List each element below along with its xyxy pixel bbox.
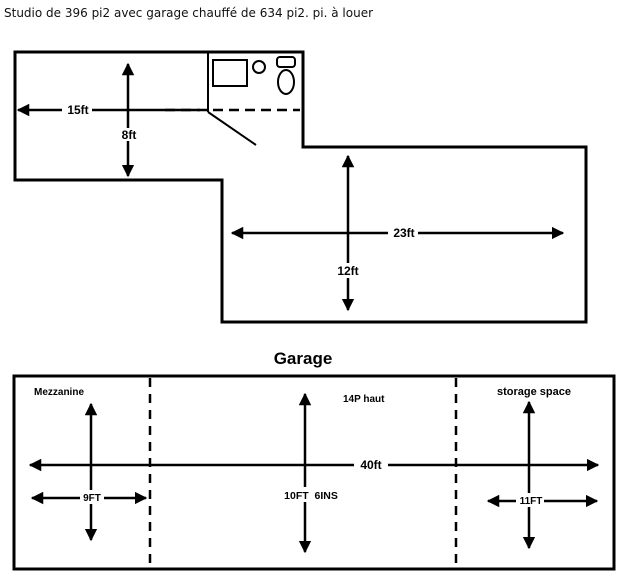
bathroom-door [207,111,257,146]
studio-width-label: 15ft [67,103,88,117]
main-width-label: 23ft [393,226,414,240]
garage-length-label: 40ft [360,458,381,472]
storage-width-label: 11FT [520,496,543,507]
toilet-tank-icon [276,56,296,68]
storage-label: storage space [497,386,571,398]
bathtub-icon [212,59,248,87]
sink-icon [252,60,266,74]
main-depth-label: 12ft [337,264,358,278]
garage-outline [12,374,616,571]
mezzanine-label: Mezzanine [34,387,84,398]
mezzanine-width-label: 9FT [83,493,101,504]
center-depth-label: 10FT 6INS [284,490,338,502]
page-caption: Studio de 396 pi2 avec garage chauffé de… [4,6,374,20]
studio-depth-label: 8ft [122,128,137,142]
studio-outline [13,50,588,324]
height-label: 14P haut [343,394,385,405]
garage-title: Garage [274,349,333,368]
toilet-bowl-icon [277,69,295,95]
